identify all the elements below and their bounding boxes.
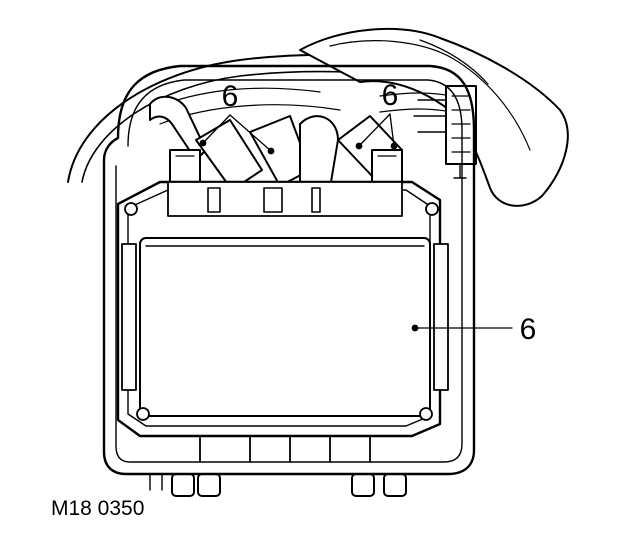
connector-plugs: [149, 95, 403, 191]
ecu-housing: [102, 64, 476, 476]
callout-label-body: 6: [520, 313, 537, 346]
leader-dots: [199, 139, 419, 332]
ecu-body: [116, 180, 449, 463]
side-connector: [413, 85, 477, 179]
figure-id: M18 0350: [51, 497, 144, 520]
callout-label-right: 6: [382, 79, 399, 112]
leader-lines: [202, 113, 513, 329]
callout-label-left: 6: [222, 80, 239, 113]
wiring-harness: [67, 27, 569, 207]
housing-feet: [149, 473, 407, 497]
